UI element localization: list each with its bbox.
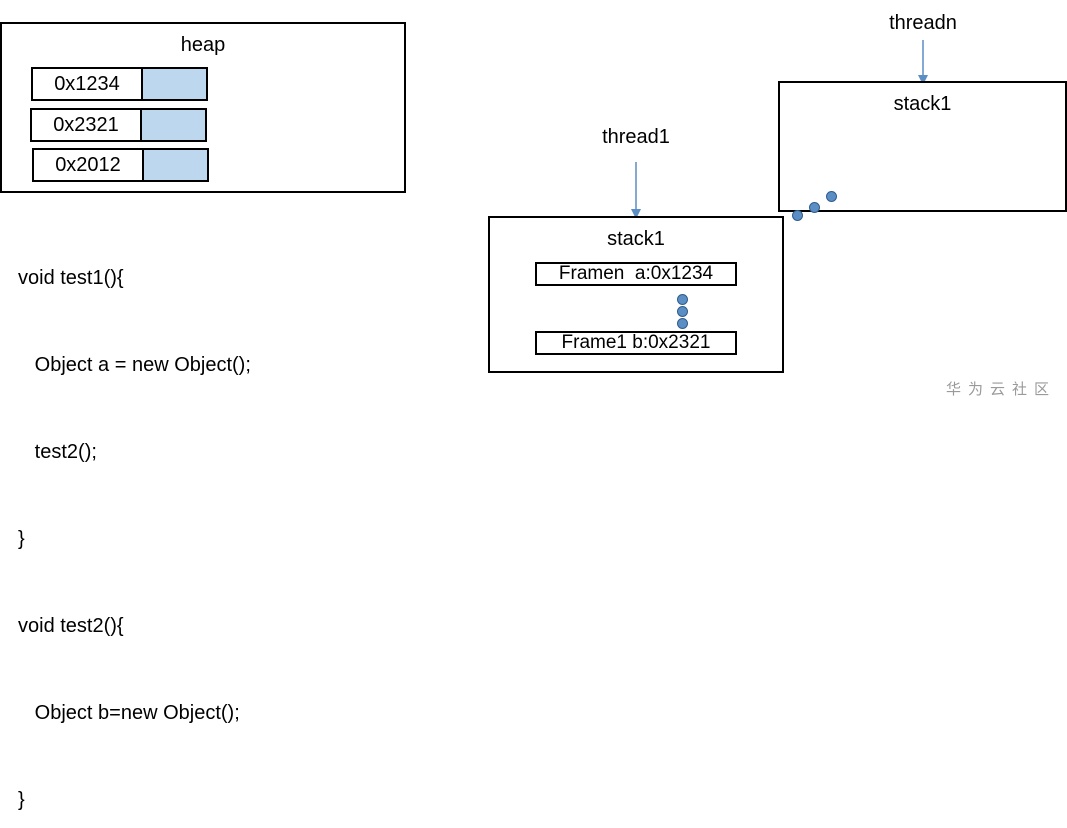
code-line: test2(); <box>18 441 97 463</box>
threadn-stack-box: stack1 <box>778 81 1067 212</box>
watermark: 华为云社区 <box>946 381 1057 398</box>
ellipsis-dot <box>677 306 688 317</box>
threadn-stack-title: stack1 <box>893 93 952 115</box>
between-threads-dot <box>826 191 837 202</box>
heap-object-cell <box>143 67 208 101</box>
stack-frame-n: Framen a:0x1234 <box>535 262 737 286</box>
between-threads-dot <box>809 202 820 213</box>
heap-address: 0x1234 <box>31 67 143 101</box>
heap-row: 0x2321 <box>30 108 207 142</box>
heap-object-cell <box>144 148 209 182</box>
code-snippet: void test1(){ Object a = new Object(); t… <box>18 206 251 828</box>
heap-address: 0x2012 <box>32 148 144 182</box>
code-line: Object b=new Object(); <box>18 702 240 724</box>
heap-title: heap <box>180 34 226 56</box>
thread1-stack-title: stack1 <box>607 228 665 250</box>
thread1-label: thread1 <box>602 126 670 148</box>
heap-row: 0x2012 <box>32 148 209 182</box>
heap-object-cell <box>142 108 207 142</box>
code-line: Object a = new Object(); <box>18 354 251 376</box>
ellipsis-dot <box>677 318 688 329</box>
ellipsis-dot <box>677 294 688 305</box>
code-line: } <box>18 528 25 550</box>
heap-address: 0x2321 <box>30 108 142 142</box>
heap-row: 0x1234 <box>31 67 208 101</box>
threadn-label: threadn <box>889 12 957 34</box>
code-line: void test2(){ <box>18 615 124 637</box>
stack-frame-1: Frame1 b:0x2321 <box>535 331 737 355</box>
between-threads-dot <box>792 210 803 221</box>
code-line: } <box>18 789 25 811</box>
code-line: void test1(){ <box>18 267 124 289</box>
